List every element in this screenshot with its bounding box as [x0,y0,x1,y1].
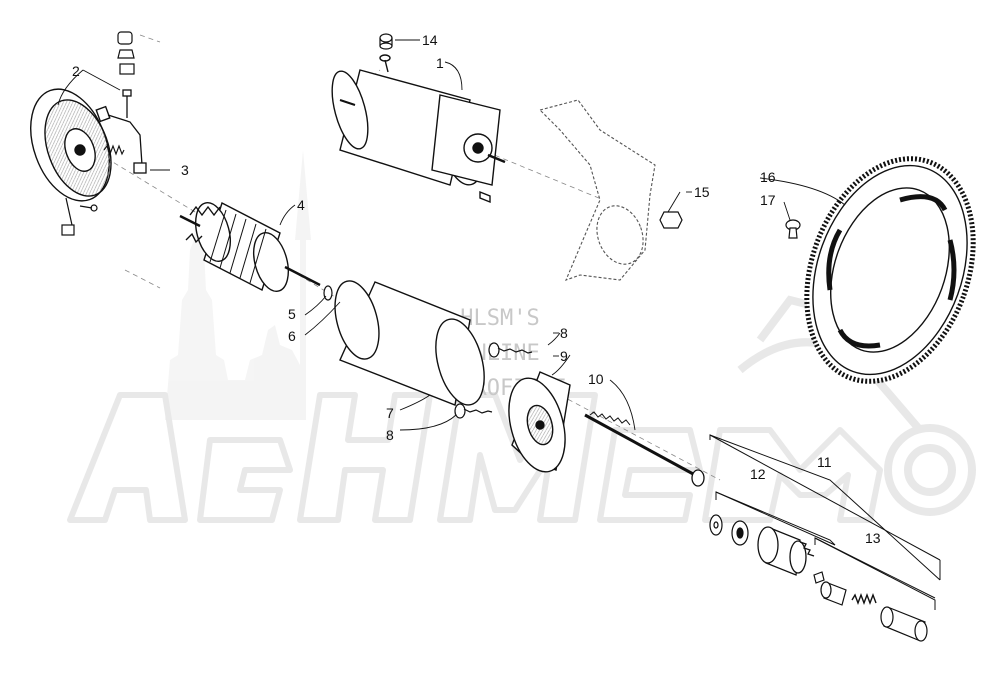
callout-10: 10 [588,371,604,387]
part-cap-14 [379,33,393,50]
part-drive-washer [709,514,749,546]
callout-16: 16 [760,169,776,185]
bracket-group-11 [709,434,941,581]
callout-5: 5 [288,306,296,322]
background-logo [67,150,976,523]
part-brush-lead [107,89,147,174]
part-nut-stack [117,31,135,75]
callout-3: 3 [181,162,189,178]
callout-labels: 1 2 3 4 5 6 7 8 8 9 10 11 12 13 14 15 16… [72,32,881,546]
callout-dashes [410,39,692,357]
callout-8-upper: 8 [560,325,568,341]
part-drive-spring-set [813,571,928,642]
callout-2: 2 [72,63,80,79]
callout-13: 13 [865,530,881,546]
part-pinion-gear [757,526,815,576]
callout-12: 12 [750,466,766,482]
callout-6: 6 [288,328,296,344]
callout-1: 1 [436,55,444,71]
part-bolt-8-lower [454,403,493,419]
callout-15: 15 [694,184,710,200]
bracket-group-12 [715,491,836,546]
callout-17: 17 [760,192,776,208]
callout-14: 14 [422,32,438,48]
callout-4: 4 [297,197,305,213]
part-ring-gear-bolt [785,219,801,239]
callout-8-lower: 8 [386,427,394,443]
part-bolt-8-upper [488,342,533,358]
part-spring-3 [103,144,125,156]
part-drive-end-housing [508,371,571,473]
part-armature [179,201,321,292]
callout-9: 9 [560,348,568,364]
part-yoke-housing [334,280,485,406]
city-skyline-silhouette [165,150,311,420]
watermark-line-1: HLSM'S [460,306,539,331]
part-end-cover [30,88,112,202]
bracket-group-13 [814,537,936,610]
part-brush-clip [61,197,98,236]
callout-7: 7 [386,405,394,421]
logo-lettering [67,392,883,523]
part-ring-gear [804,156,976,384]
callout-11: 11 [817,454,832,470]
part-motor-assembly [331,54,506,204]
part-nut-15 [659,211,683,229]
part-through-bolt [584,411,705,487]
part-mounting-bracket [538,99,656,281]
